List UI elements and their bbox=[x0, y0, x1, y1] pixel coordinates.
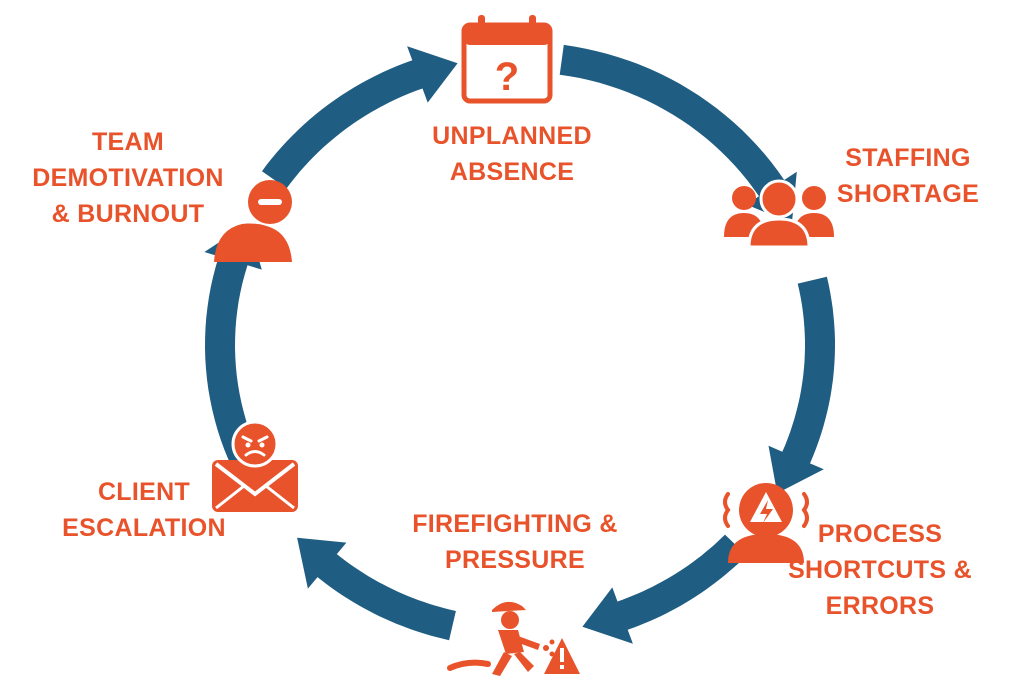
label-unplanned-absence: UNPLANNED ABSENCE bbox=[432, 122, 592, 186]
arrow-firefighting-to-escalation bbox=[297, 537, 456, 641]
demotivated-person-icon bbox=[214, 180, 292, 262]
label-team-demotivation: TEAM DEMOTIVATION & BURNOUT bbox=[32, 128, 224, 228]
label-staffing-shortage: STAFFING SHORTAGE bbox=[836, 144, 980, 208]
arrow-shortcuts-to-firefighting bbox=[582, 534, 747, 644]
arrow-escalation-to-demotivation bbox=[204, 223, 274, 497]
calendar-question-icon: ? bbox=[461, 15, 553, 104]
label-client-escalation: CLIENT ESCALATION bbox=[62, 478, 226, 542]
label-process-shortcuts: PROCESS SHORTCUTS & ERRORS bbox=[788, 520, 972, 620]
label-firefighting: FIREFIGHTING & PRESSURE bbox=[412, 510, 618, 574]
people-group-icon bbox=[724, 179, 834, 249]
angry-email-icon bbox=[212, 420, 298, 512]
arrow-demotivation-to-absence bbox=[262, 46, 458, 189]
cycle-arrows bbox=[204, 44, 835, 644]
firefighter-icon bbox=[447, 601, 580, 676]
stressed-person-icon bbox=[723, 483, 809, 563]
svg-text:?: ? bbox=[495, 55, 519, 99]
arrow-shortage-to-shortcuts bbox=[768, 276, 835, 494]
